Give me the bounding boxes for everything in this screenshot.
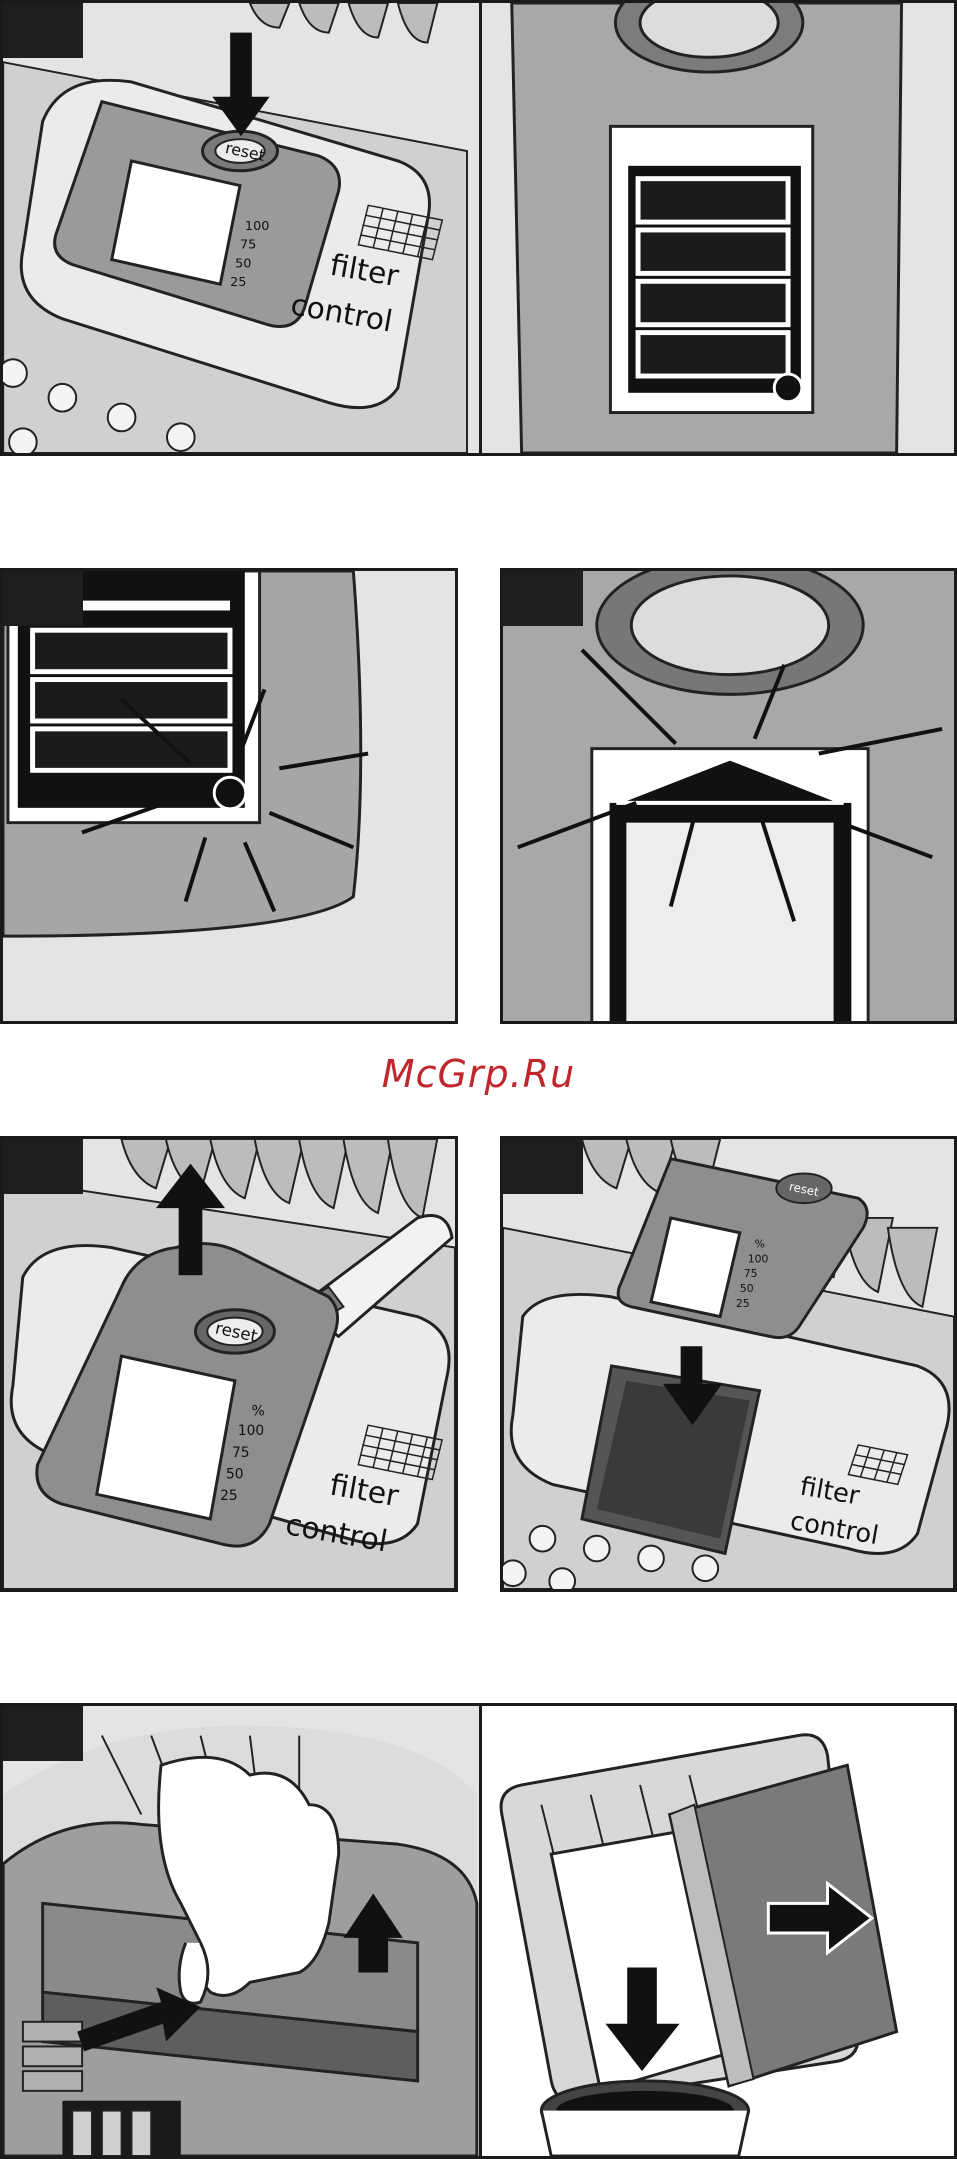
- scale-100-2: 100: [238, 1423, 264, 1439]
- panel-2-indicator-full: [479, 0, 957, 456]
- illustration-indicator-arrow: [503, 571, 954, 1021]
- scale-25-2: 25: [220, 1488, 238, 1504]
- illustration-lift-filter: [3, 1706, 479, 2156]
- scale-25-3: 25: [736, 1297, 750, 1310]
- step-marker-3: [3, 571, 83, 626]
- percent-label: %: [252, 1403, 265, 1419]
- step-marker-4: [503, 571, 583, 626]
- scale-75-3: 75: [744, 1267, 758, 1280]
- illustration-reset-press: reset 100 75 50 25 filter control: [3, 3, 479, 453]
- step-marker-1: [3, 3, 83, 58]
- step-marker-5: [3, 1139, 83, 1194]
- scale-100-3: 100: [748, 1252, 769, 1265]
- illustration-indicator-blink: [3, 571, 455, 1021]
- panel-5-remove-indicator: reset % 100 75 50 25 filter control: [0, 1136, 458, 1592]
- scale-25: 25: [230, 275, 246, 290]
- scale-50-3: 50: [740, 1282, 754, 1295]
- scale-50: 50: [235, 256, 251, 271]
- panel-7-lift-filter: [0, 1703, 482, 2159]
- panel-8-replace-filter: [479, 1703, 957, 2159]
- panel-6-insert-indicator: reset % 100 75 50 25 filter control: [500, 1136, 957, 1592]
- watermark: McGrp.Ru: [0, 1052, 957, 1096]
- panel-1-reset-press: reset 100 75 50 25 filter control: [0, 0, 482, 456]
- illustration-remove-indicator: reset % 100 75 50 25 filter control: [3, 1139, 455, 1589]
- panel-4-indicator-arrow: [500, 568, 957, 1024]
- step-marker-7: [3, 1706, 83, 1761]
- scale-50-2: 50: [226, 1466, 244, 1482]
- scale-75-2: 75: [232, 1445, 250, 1461]
- step-marker-6: [503, 1139, 583, 1194]
- panel-3-indicator-blink: [0, 568, 458, 1024]
- scale-100: 100: [245, 219, 269, 234]
- illustration-replace-filter: [482, 1706, 954, 2156]
- percent-label-3: %: [755, 1238, 765, 1251]
- illustration-insert-indicator: reset % 100 75 50 25 filter control: [503, 1139, 954, 1589]
- scale-75: 75: [240, 238, 256, 253]
- illustration-indicator-full: [482, 3, 954, 453]
